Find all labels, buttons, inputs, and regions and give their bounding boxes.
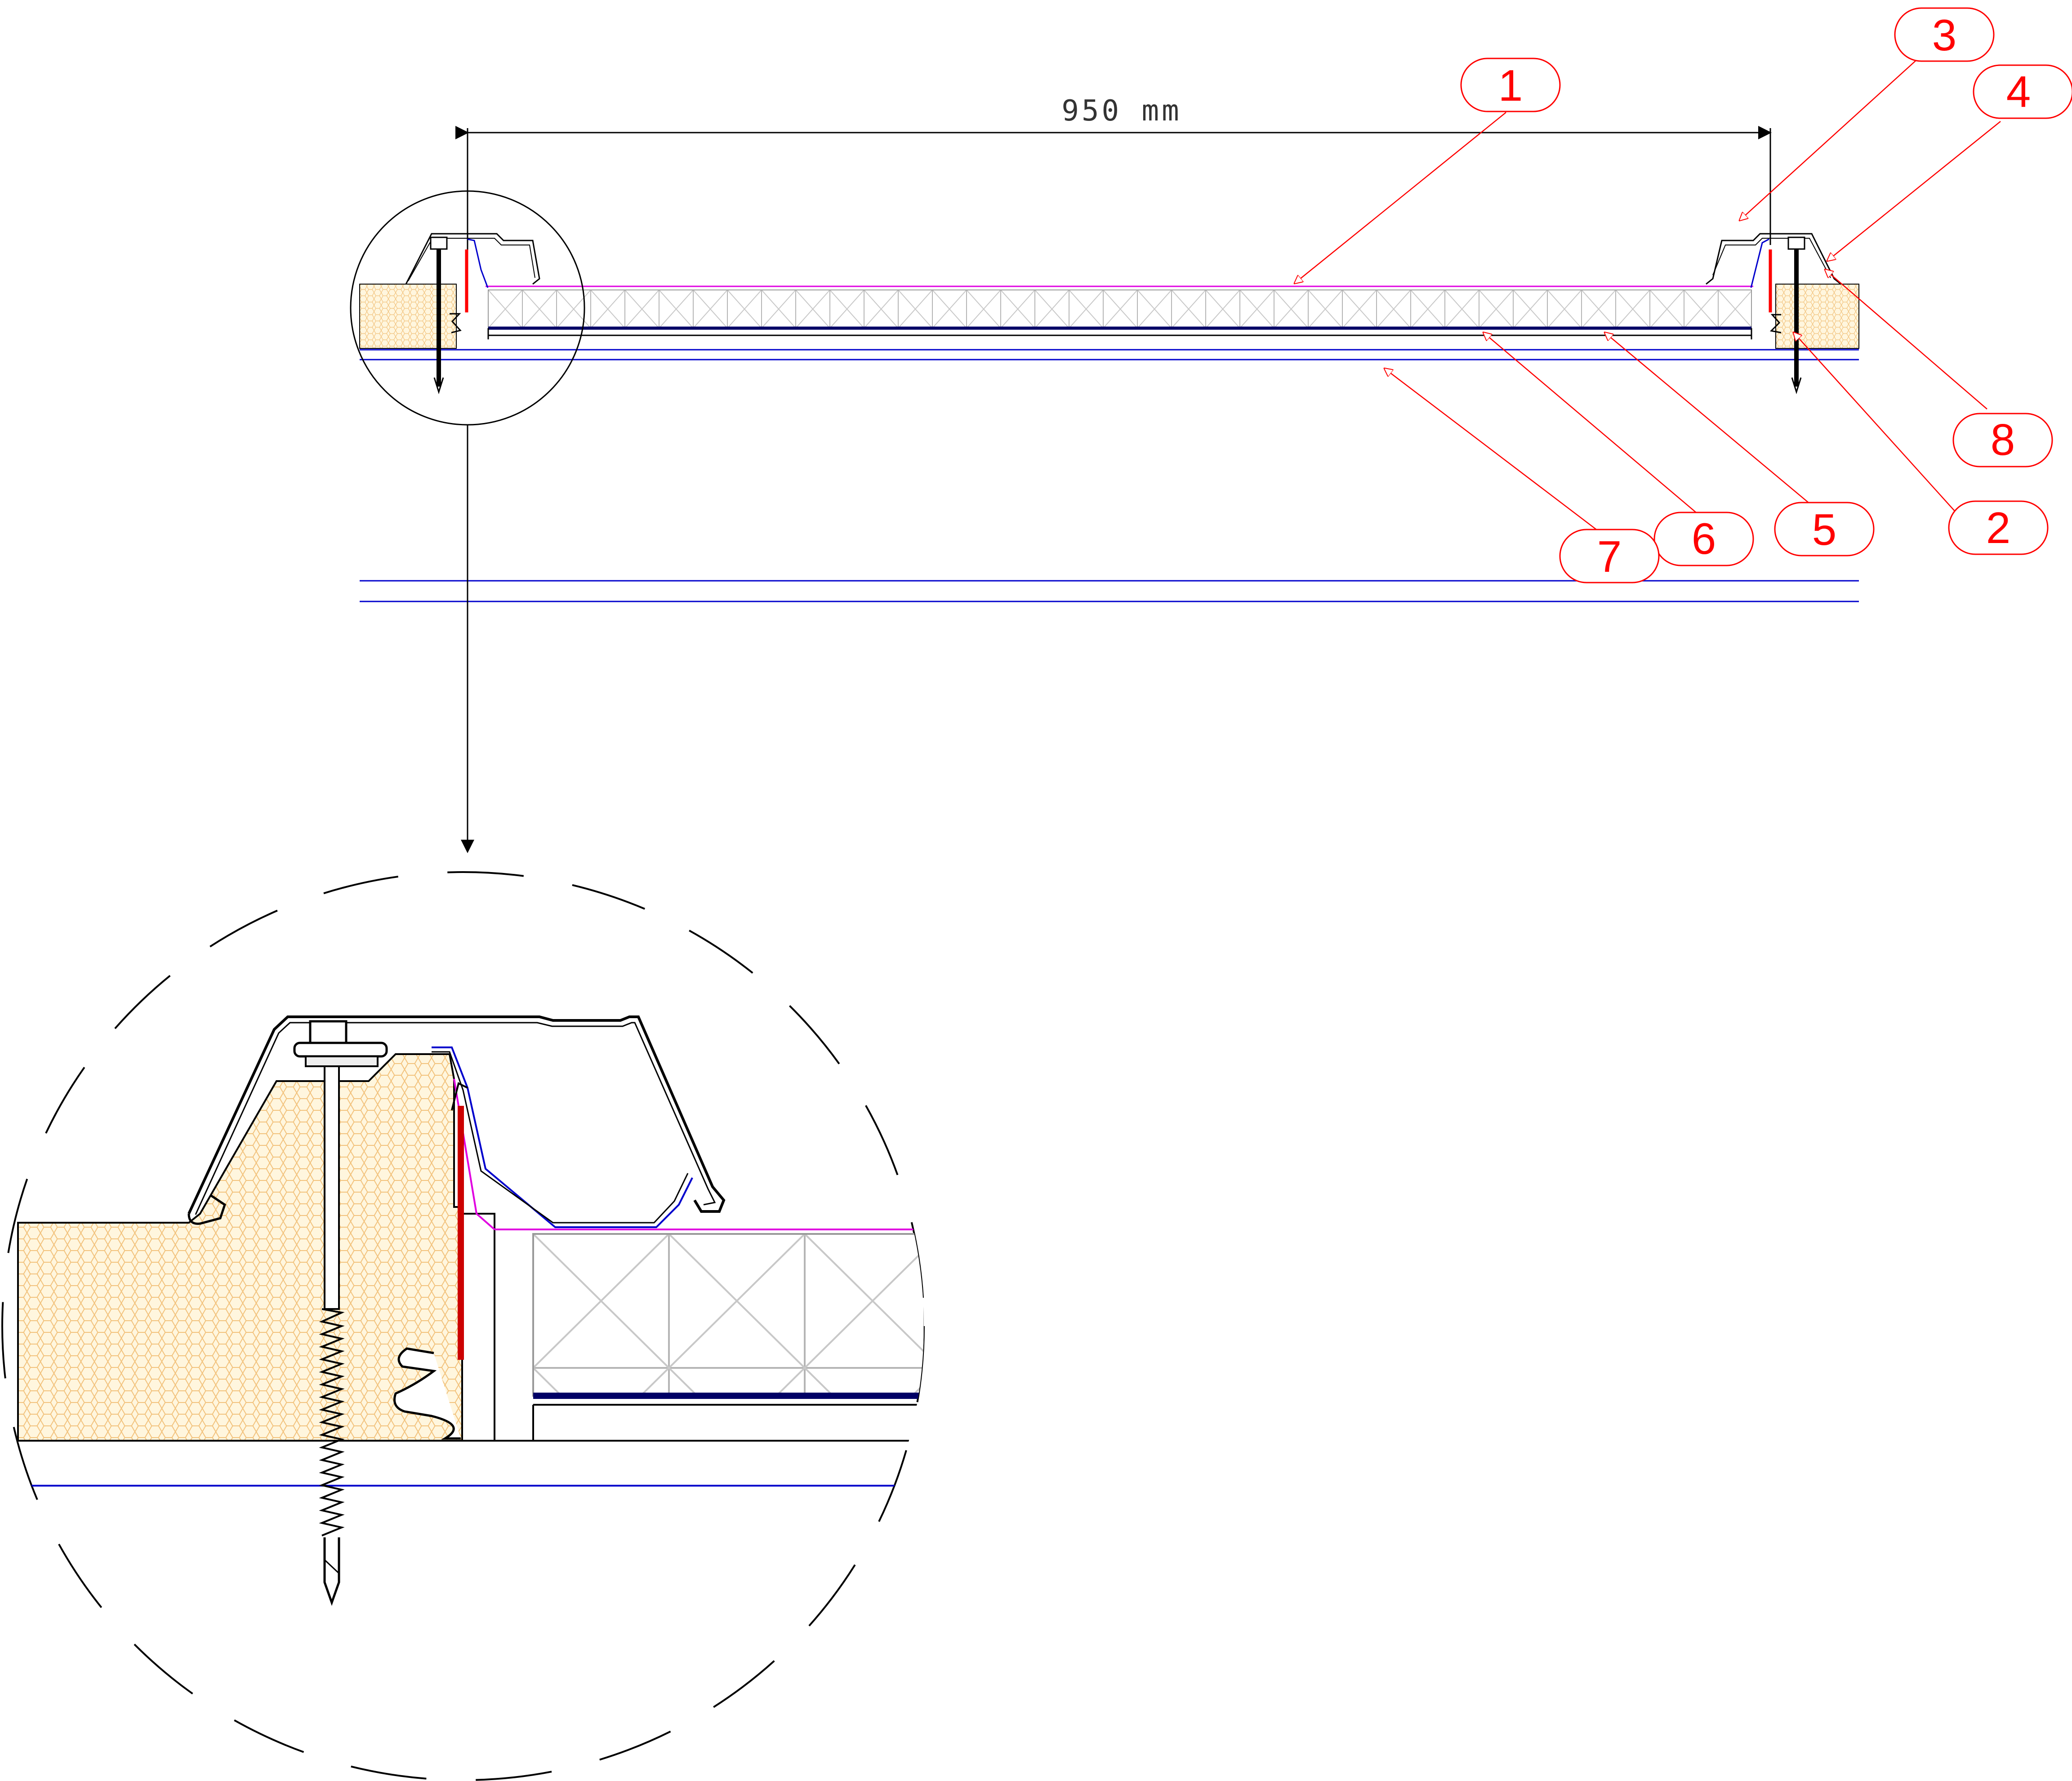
callout-8: 8	[1952, 413, 2053, 468]
detail-blue-flashing	[432, 1046, 693, 1228]
detail-screw	[293, 1020, 388, 1606]
svg-text:3: 3	[1932, 10, 1957, 60]
overview-section: 950 mm	[350, 7, 2072, 853]
callout-7: 7	[1559, 529, 1660, 583]
left-insulation	[359, 284, 457, 349]
svg-text:6: 6	[1692, 514, 1716, 563]
svg-text:5: 5	[1812, 505, 1837, 554]
polycarbonate-panel	[486, 285, 1753, 339]
callout-2: 2	[1948, 500, 2049, 555]
dimension-950: 950 mm	[455, 94, 1772, 252]
svg-text:8: 8	[1991, 415, 2015, 464]
detail-polycarbonate	[453, 1078, 924, 1441]
detail-insulation	[17, 1053, 463, 1442]
right-insulation	[1775, 284, 1859, 349]
callout-3: 3	[1894, 7, 1995, 62]
left-cap-profile	[405, 233, 540, 395]
enlarged-detail	[1, 871, 925, 1781]
dimension-label: 950 mm	[1061, 94, 1181, 128]
svg-text:4: 4	[2006, 67, 2031, 116]
svg-text:7: 7	[1597, 532, 1622, 581]
svg-text:1: 1	[1498, 61, 1523, 110]
svg-text:2: 2	[1986, 503, 2011, 552]
callout-6: 6	[1653, 512, 1754, 566]
detail-cap-profile	[187, 1015, 726, 1215]
callout-5: 5	[1774, 502, 1875, 557]
callout-1: 1	[1460, 58, 1561, 112]
callout-leaders	[1295, 45, 2001, 540]
callout-4: 4	[1973, 64, 2072, 119]
